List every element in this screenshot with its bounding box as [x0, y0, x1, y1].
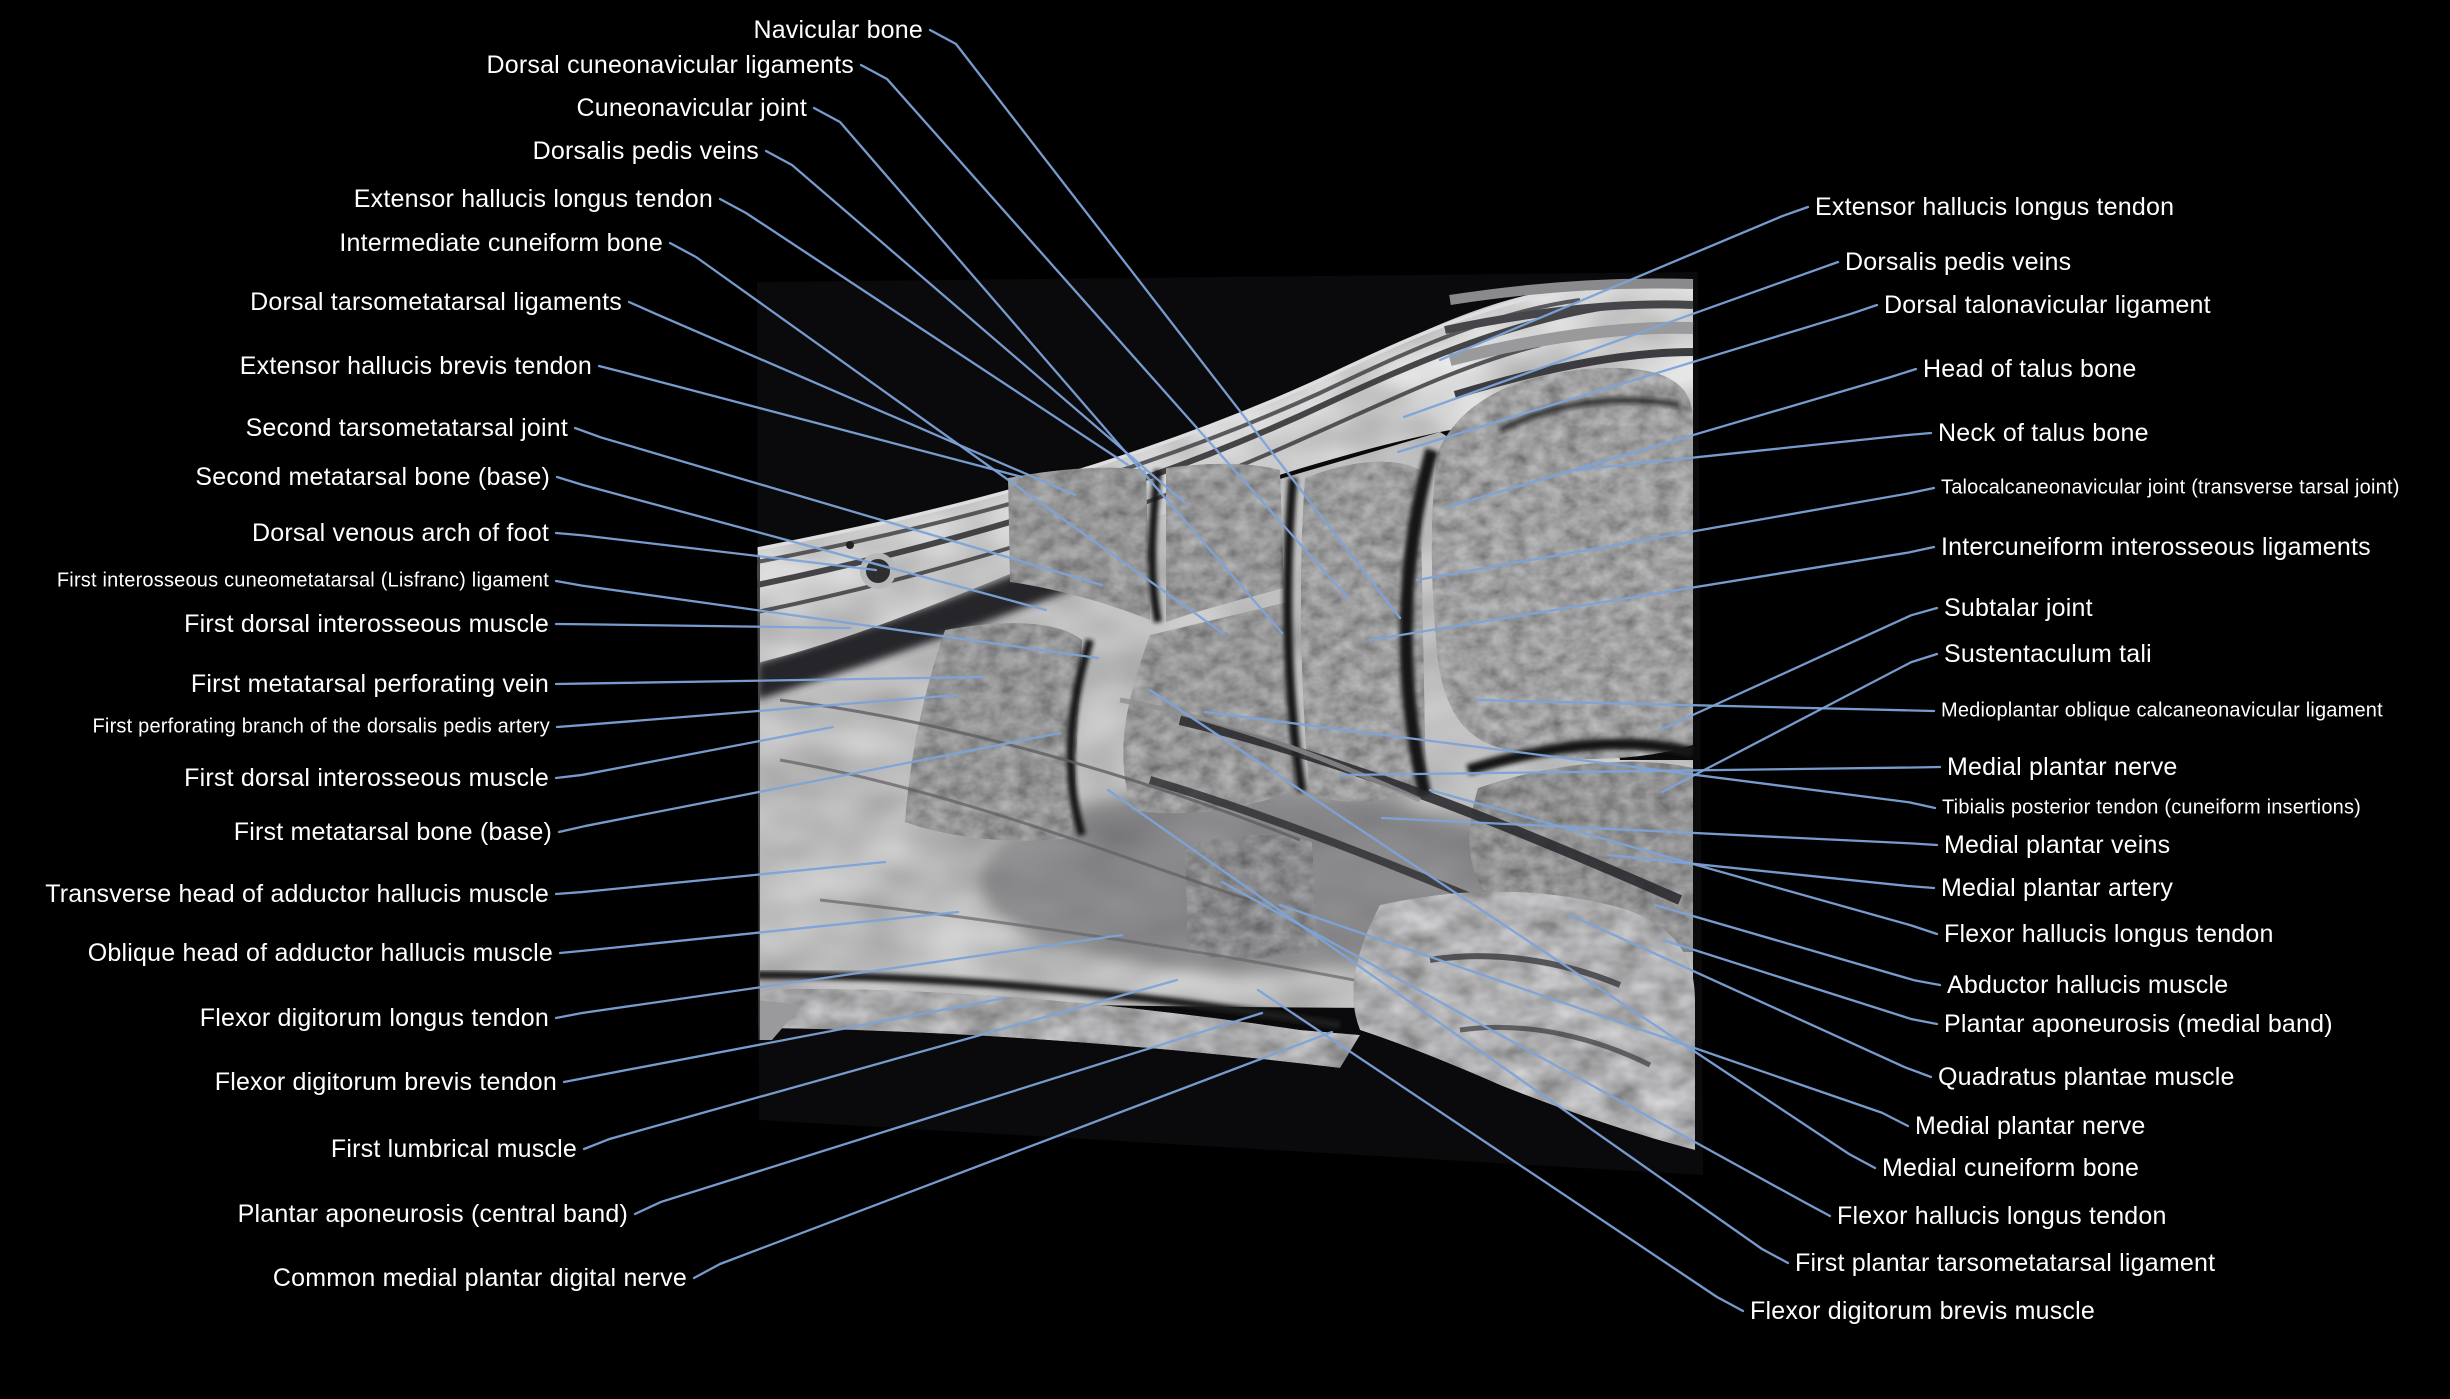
leader-line-left-0	[928, 28, 1402, 620]
leader-line-right-11	[1203, 710, 1937, 810]
leader-line-left-23	[692, 1030, 1334, 1280]
leader-line-left-22	[633, 1011, 1264, 1216]
leader-line-right-12	[1380, 816, 1939, 847]
leader-line-left-8	[573, 426, 1104, 587]
leader-line-right-8	[1660, 652, 1939, 794]
leader-line-left-16	[557, 731, 1062, 834]
leader-line-left-5	[668, 241, 1226, 636]
leader-line-right-4	[1574, 431, 1933, 472]
leader-line-left-19	[554, 933, 1124, 1020]
leader-line-right-7	[1658, 606, 1939, 732]
leader-line-right-20	[1220, 880, 1832, 1218]
leader-line-left-15	[554, 725, 835, 780]
leader-line-left-4	[718, 197, 1130, 467]
leader-line-left-17	[554, 860, 887, 896]
leader-line-right-16	[1661, 938, 1939, 1026]
leader-line-right-9	[1475, 698, 1936, 713]
leader-line-right-5	[1415, 486, 1936, 582]
leader-line-right-17	[1568, 913, 1933, 1079]
leader-line-left-10	[554, 531, 878, 572]
leader-line-right-21	[1106, 788, 1790, 1265]
leader-line-left-20	[562, 996, 1007, 1084]
leader-line-left-18	[558, 910, 960, 955]
leader-line-left-3	[764, 149, 1187, 505]
leader-line-left-13	[554, 675, 984, 686]
leader-line-right-2	[1396, 303, 1879, 454]
leader-line-left-14	[555, 693, 959, 729]
leader-line-left-7	[597, 364, 1024, 479]
leader-line-left-12	[554, 622, 852, 630]
leader-line-right-6	[1368, 545, 1936, 642]
leader-line-right-0	[1438, 205, 1810, 362]
leader-line-right-1	[1402, 260, 1840, 419]
leader-line-right-18	[1278, 903, 1910, 1128]
leader-line-right-22	[1256, 988, 1745, 1313]
leader-line-left-21	[582, 978, 1179, 1151]
leader-line-right-10	[1338, 765, 1942, 777]
leader-line-left-9	[555, 475, 1048, 612]
leader-line-right-15	[1653, 903, 1942, 987]
leader-line-left-2	[812, 106, 1284, 635]
leader-line-left-6	[627, 300, 1077, 497]
leader-line-left-11	[554, 579, 1100, 660]
leader-line-right-14	[1428, 788, 1939, 936]
leader-line-right-19	[1148, 688, 1877, 1170]
leader-line-right-3	[1446, 367, 1918, 509]
leader-line-right-13	[1606, 853, 1936, 890]
leader-line-left-1	[859, 63, 1350, 600]
